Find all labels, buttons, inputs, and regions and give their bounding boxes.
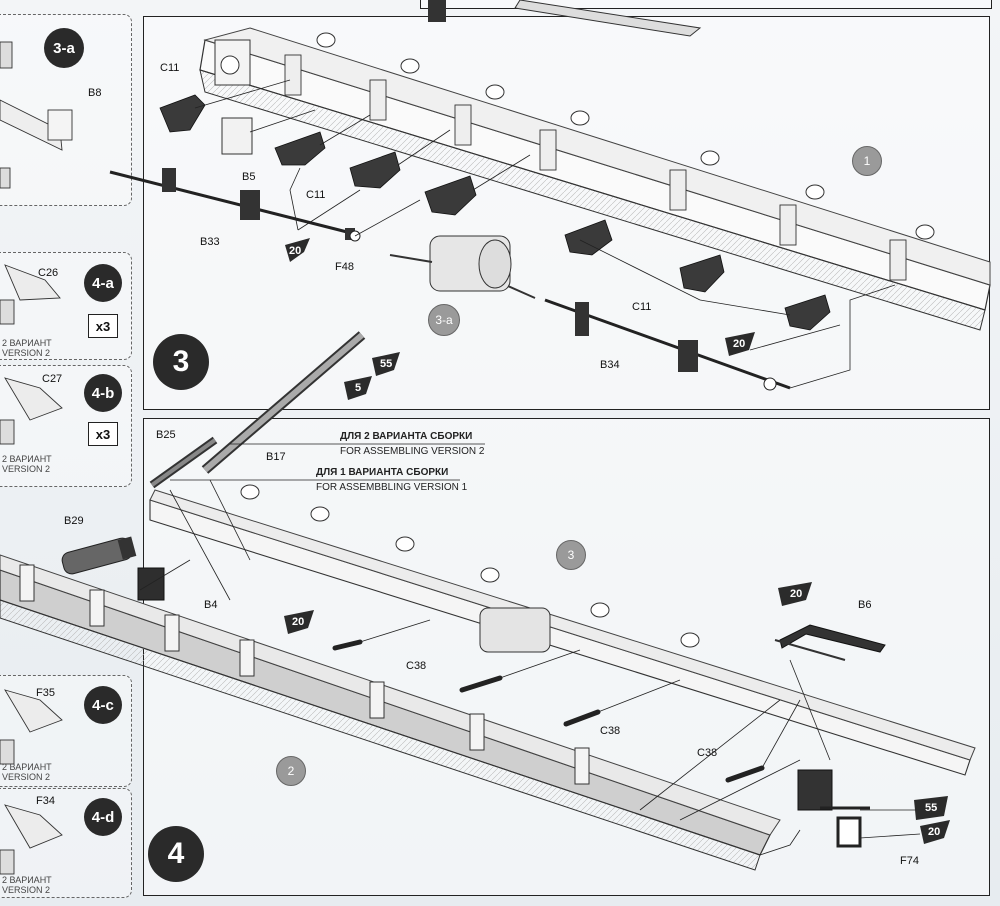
substep-4d-badge: 4-d <box>84 798 122 836</box>
part-b29-label: B29 <box>64 515 84 527</box>
part-b34-label: B34 <box>600 359 620 371</box>
part-b8-label: B8 <box>88 87 102 99</box>
version-1-note-ru: ДЛЯ 1 ВАРИАНТА СБОРКИ <box>316 467 449 478</box>
top-strip-panel <box>420 0 992 9</box>
version-2-note-en: FOR ASSEMBLING VERSION 2 <box>340 446 485 457</box>
previous-step-fragment <box>428 0 702 37</box>
part-c11-label-3: C11 <box>632 301 652 313</box>
part-b4-label: B4 <box>204 599 218 611</box>
paint-code-20-b: 20 <box>733 338 746 350</box>
step4-frame-rail-near <box>0 554 781 871</box>
frame-ref-1: 1 <box>852 146 882 176</box>
subassembly-3a-art <box>389 235 536 299</box>
variant-4c-en: VERSION 2 <box>2 772 51 782</box>
paint-code-5: 5 <box>355 382 362 394</box>
b33-rod <box>109 168 361 242</box>
part-c11-label-1: C11 <box>160 62 180 74</box>
part-f74-label: F74 <box>900 855 919 867</box>
substep-4c-badge: 4-c <box>84 686 122 724</box>
multiplier-4b: x3 <box>88 422 118 446</box>
version-1-note-en: FOR ASSEMBBLING VERSION 1 <box>316 482 468 493</box>
step-3-number: 3 <box>153 334 209 390</box>
step3-frame-rail <box>199 27 991 331</box>
substep-4b-badge: 4-b <box>84 374 122 412</box>
step-4-number: 4 <box>148 826 204 882</box>
part-f34-label: F34 <box>36 795 55 807</box>
part-b17-label: B17 <box>266 451 286 463</box>
variant-4c-ru: 2 ВАРИАНТ <box>2 762 52 772</box>
part-c38-label-3: C38 <box>697 747 718 759</box>
part-c38-label-2: C38 <box>600 725 621 737</box>
part-b5-label: B5 <box>242 171 256 183</box>
part-b6-label: B6 <box>858 599 872 611</box>
paint-code-55-b: 55 <box>925 802 938 814</box>
variant-4a-en: VERSION 2 <box>2 348 51 358</box>
variant-4b-ru: 2 ВАРИАНТ <box>2 454 52 464</box>
part-b25-label: B25 <box>156 429 176 441</box>
paint-code-20-e: 20 <box>928 826 941 838</box>
variant-4d-ru: 2 ВАРИАНТ <box>2 875 52 885</box>
part-c27-label: C27 <box>42 373 63 385</box>
multiplier-4a: x3 <box>88 314 118 338</box>
substep-4a-badge: 4-a <box>84 264 122 302</box>
part-c38-label-1: C38 <box>406 660 427 672</box>
f74-bracket-art <box>797 769 870 848</box>
part-f48-label: F48 <box>335 261 354 273</box>
variant-4b-en: VERSION 2 <box>2 464 51 474</box>
part-f35-label: F35 <box>36 687 55 699</box>
paint-code-20-d: 20 <box>790 588 803 600</box>
paint-code-20-a: 20 <box>289 245 302 257</box>
substep-3a-badge: 3-a <box>44 28 84 68</box>
step4-frame-rail-far <box>149 484 976 776</box>
subassembly-3-ref: 3 <box>556 540 586 570</box>
frame-ref-2: 2 <box>276 756 306 786</box>
paint-code-20-c: 20 <box>292 616 305 628</box>
subassembly-3a-ref: 3-a <box>428 304 460 336</box>
version-2-note-ru: ДЛЯ 2 ВАРИАНТА СБОРКИ <box>340 431 473 442</box>
b25-b17-art <box>149 331 366 489</box>
variant-4a-ru: 2 ВАРИАНТ <box>2 338 52 348</box>
part-b33-label: B33 <box>200 236 220 248</box>
paint-code-55-a: 55 <box>380 358 393 370</box>
part-c11-label-2: C11 <box>306 189 326 201</box>
b34-rod <box>544 298 791 391</box>
variant-4d-en: VERSION 2 <box>2 885 51 895</box>
b29-roller-art <box>61 536 137 575</box>
part-c26-label: C26 <box>38 267 59 279</box>
